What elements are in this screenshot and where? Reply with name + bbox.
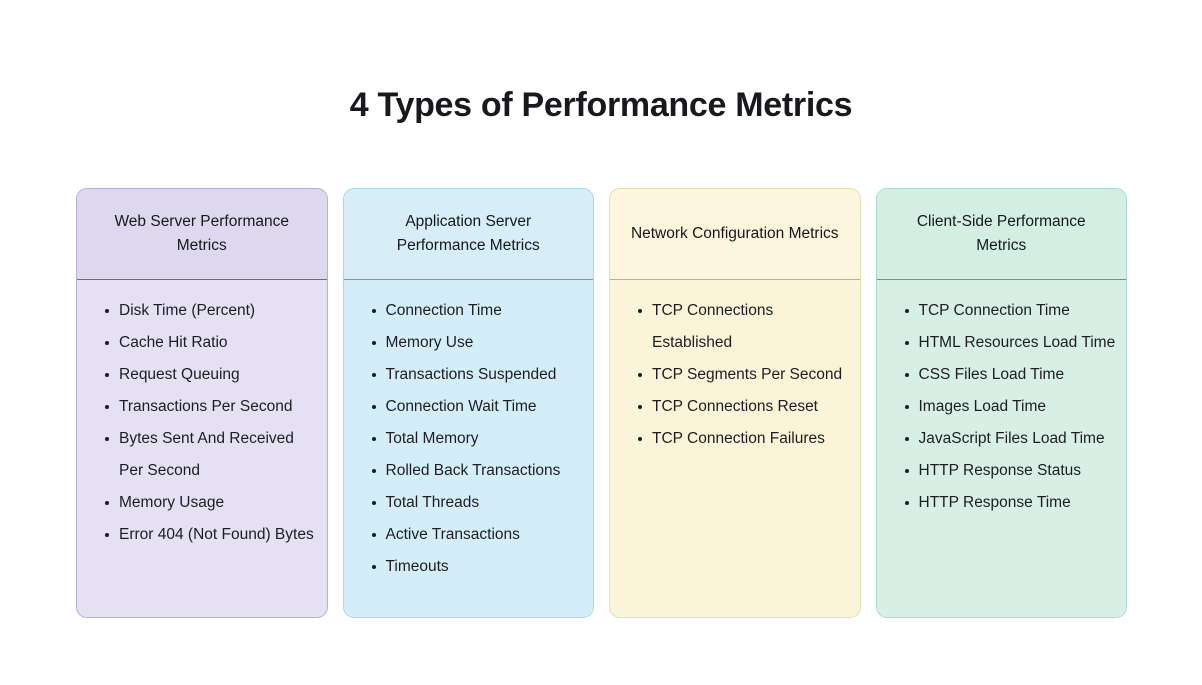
metric-card-header-application-server: Application Server Performance Metrics [343,189,593,280]
list-item: TCP Connections Reset [638,391,852,423]
list-item: Connection Time [371,295,586,327]
list-item: Bytes Sent And Received Per Second [105,423,319,487]
list-item: Total Memory [371,423,586,455]
list-item: Active Transactions [371,519,586,551]
list-item: Request Queuing [105,359,319,391]
metric-card-title: Client-Side Performance Metrics [916,213,1086,254]
list-item: Timeouts [371,551,586,583]
list-item: TCP Segments Per Second [638,359,852,391]
list-item: Error 404 (Not Found) Bytes [105,519,319,551]
list-item: CSS Files Load Time [904,359,1119,391]
list-item: TCP Connections Established [638,295,852,359]
list-item: Images Load Time [904,391,1119,423]
metric-card-header-client-side: Client-Side Performance Metrics [876,189,1126,280]
list-item: HTTP Response Time [904,487,1119,519]
metric-card-header-network-configuration: Network Configuration Metrics [610,189,860,280]
list-item: Transactions Per Second [105,391,319,423]
list-item: Memory Usage [105,487,319,519]
list-item: Rolled Back Transactions [371,455,586,487]
list-item: TCP Connection Time [904,295,1119,327]
page-title: 4 Types of Performance Metrics [349,86,853,124]
metric-card-title: Network Configuration Metrics [630,225,839,242]
list-item: TCP Connection Failures [638,423,852,455]
list-item: Connection Wait Time [371,391,586,423]
list-item: Cache Hit Ratio [105,327,319,359]
list-item: HTML Resources Load Time [904,327,1119,359]
list-item: Disk Time (Percent) [105,295,319,327]
list-item: Transactions Suspended [371,359,586,391]
metric-card-title: Application Server Performance Metrics [396,213,540,254]
list-item: HTTP Response Status [904,455,1119,487]
list-item: JavaScript Files Load Time [904,423,1119,455]
list-item: Total Threads [371,487,586,519]
list-item: Memory Use [371,327,586,359]
metric-card-header-web-server: Web Server Performance Metrics [77,189,327,280]
metric-card-title: Web Server Performance Metrics [114,213,290,254]
